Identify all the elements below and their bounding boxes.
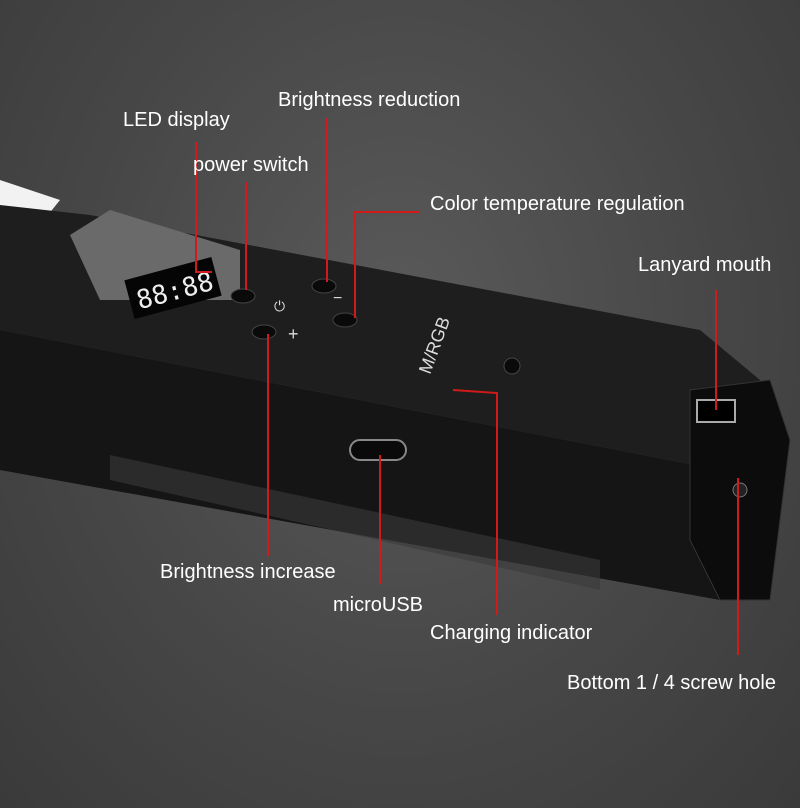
callout-led: [195, 142, 212, 273]
label-screw-hole: Bottom 1 / 4 screw hole: [567, 672, 776, 694]
minus-button[interactable]: [311, 278, 337, 294]
usb-port: [349, 439, 407, 461]
screw-hole: [732, 482, 748, 498]
power-button[interactable]: [230, 288, 256, 304]
label-brightness-increase: Brightness increase: [160, 561, 336, 583]
label-led-display: LED display: [123, 109, 230, 131]
sensor: [503, 357, 521, 375]
minus-symbol: −: [333, 290, 342, 307]
label-power-switch: power switch: [193, 154, 309, 176]
callout-charging: [452, 389, 498, 615]
label-charging-indicator: Charging indicator: [430, 622, 593, 644]
power-symbol: ⏻: [274, 298, 285, 314]
callout-lines: [195, 118, 739, 655]
label-color-temperature: Color temperature regulation: [430, 193, 685, 215]
label-brightness-reduction: Brightness reduction: [278, 89, 461, 111]
plus-symbol: +: [288, 324, 299, 344]
label-lanyard-mouth: Lanyard mouth: [638, 254, 772, 276]
callout-color-temp: [354, 211, 420, 318]
plus-button[interactable]: [251, 324, 277, 340]
color-temp-button[interactable]: [332, 312, 358, 328]
device-reflection: [110, 455, 600, 590]
device-body-side: [0, 330, 720, 600]
label-micro-usb: microUSB: [333, 594, 424, 616]
